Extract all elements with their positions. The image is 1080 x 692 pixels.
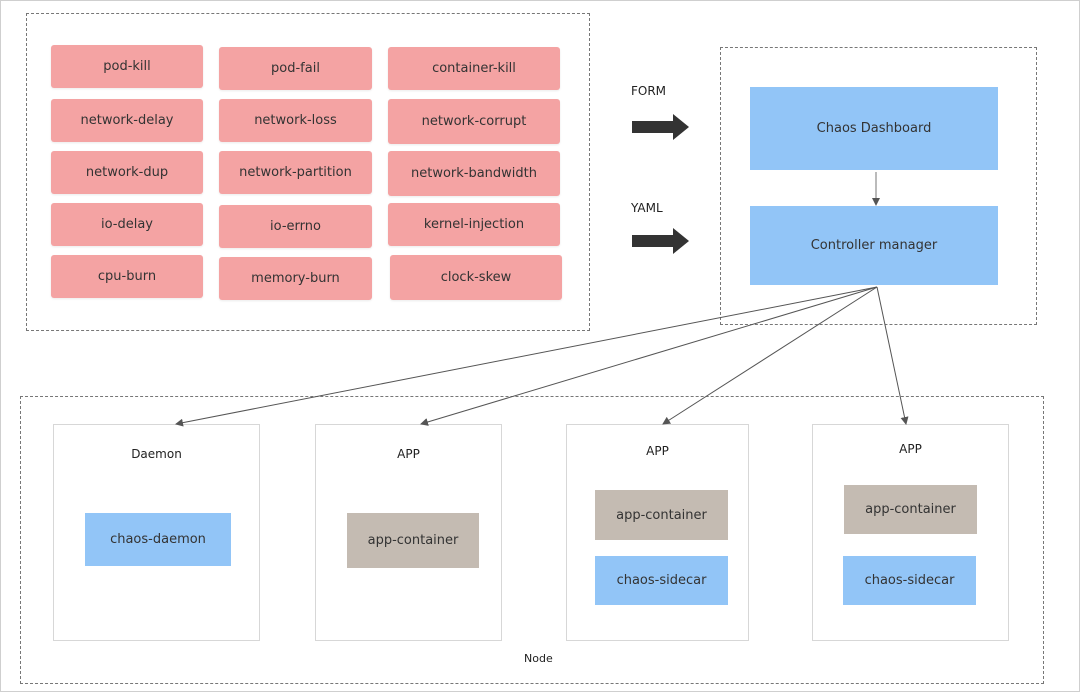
chaos-type-io-delay: io-delay xyxy=(51,203,203,246)
controller-manager-box: Controller manager xyxy=(750,206,998,285)
chaos-type-network-dup: network-dup xyxy=(51,151,203,194)
chaos-type-network-partition: network-partition xyxy=(219,151,372,194)
app-container-box: app-container xyxy=(844,485,977,534)
controller-to-app2-arrow xyxy=(662,286,878,425)
yaml-arrow-icon xyxy=(673,228,689,254)
chaos-daemon-box: chaos-daemon xyxy=(85,513,231,566)
chaos-sidecar-box: chaos-sidecar xyxy=(843,556,976,605)
node-label: Node xyxy=(524,652,553,665)
yaml-arrow-shaft xyxy=(632,235,674,247)
chaos-types-panel xyxy=(26,13,590,331)
chaos-sidecar-box: chaos-sidecar xyxy=(595,556,728,605)
yaml-label: YAML xyxy=(631,201,663,215)
controller-to-app1-arrow xyxy=(420,286,878,426)
node-panel xyxy=(20,396,1044,684)
pod-title: APP xyxy=(899,442,922,456)
chaos-type-io-errno: io-errno xyxy=(219,205,372,248)
chaos-type-network-loss: network-loss xyxy=(219,99,372,142)
chaos-type-memory-burn: memory-burn xyxy=(219,257,372,300)
form-arrow-shaft xyxy=(632,121,674,133)
control-plane-panel xyxy=(720,47,1037,325)
form-label: FORM xyxy=(631,84,667,98)
chaos-type-pod-kill: pod-kill xyxy=(51,45,203,88)
chaos-type-container-kill: container-kill xyxy=(388,47,560,90)
chaos-type-pod-fail: pod-fail xyxy=(219,47,372,90)
controller-to-app3-arrow xyxy=(876,286,909,425)
chaos-type-kernel-injection: kernel-injection xyxy=(388,203,560,246)
form-arrow-icon xyxy=(673,114,689,140)
pod-title: APP xyxy=(397,447,420,461)
app-container-box: app-container xyxy=(347,513,479,568)
app-container-box: app-container xyxy=(595,490,728,540)
chaos-type-network-delay: network-delay xyxy=(51,99,203,142)
chaos-type-clock-skew: clock-skew xyxy=(390,255,562,300)
chaos-type-cpu-burn: cpu-burn xyxy=(51,255,203,298)
chaos-type-network-bandwidth: network-bandwidth xyxy=(388,151,560,196)
chaos-dashboard-box: Chaos Dashboard xyxy=(750,87,998,170)
pod-title: Daemon xyxy=(131,447,182,461)
controller-to-daemon-arrow xyxy=(175,286,878,427)
chaos-type-network-corrupt: network-corrupt xyxy=(388,99,560,144)
pod-title: APP xyxy=(646,444,669,458)
